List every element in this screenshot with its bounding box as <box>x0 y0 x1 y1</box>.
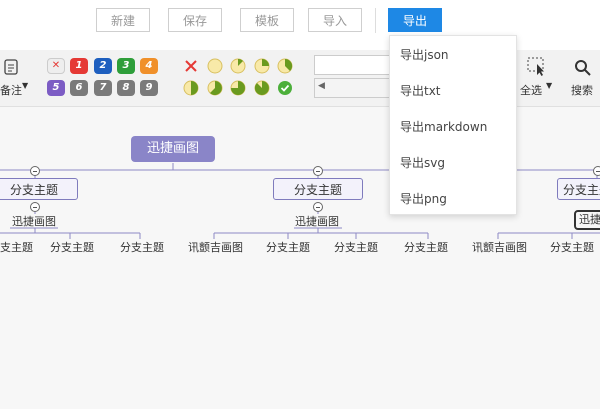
child-topic-left[interactable]: 迅捷画图 <box>12 215 56 228</box>
select-all-icon[interactable] <box>526 56 548 78</box>
collapse-toggle-icon[interactable] <box>313 166 323 176</box>
priority-3-badge[interactable]: 3 <box>117 58 135 74</box>
progress-12-icon[interactable] <box>230 58 246 74</box>
grandchild-topic[interactable]: 分支主题 <box>266 241 310 254</box>
collapse-toggle-icon[interactable] <box>313 202 323 212</box>
progress-50-icon[interactable] <box>183 80 199 96</box>
grandchild-topic[interactable]: 分支主题 <box>334 241 378 254</box>
root-topic[interactable]: 迅捷画图 <box>131 136 215 162</box>
export-svg-item[interactable]: 导出svg <box>400 156 445 170</box>
branch-topic-middle[interactable]: 分支主题 <box>273 178 363 200</box>
export-txt-item[interactable]: 导出txt <box>400 84 441 98</box>
collapse-toggle-icon[interactable] <box>593 166 600 176</box>
note-chevron-down-icon[interactable]: ▼ <box>22 81 29 90</box>
child-topic-right-selected[interactable]: 迅捷 <box>574 210 600 230</box>
export-markdown-item[interactable]: 导出markdown <box>400 120 488 134</box>
note-icon[interactable] <box>0 58 24 76</box>
import-button[interactable]: 导入 <box>308 8 362 32</box>
collapse-toggle-icon[interactable] <box>30 202 40 212</box>
priority-2-badge[interactable]: 2 <box>94 58 112 74</box>
template-button[interactable]: 模板 <box>240 8 294 32</box>
priority-8-badge[interactable]: 8 <box>117 80 135 96</box>
progress-25-icon[interactable] <box>254 58 270 74</box>
grandchild-topic[interactable]: 分支主题 <box>120 241 164 254</box>
progress-87-icon[interactable] <box>254 80 270 96</box>
scroll-left-icon[interactable]: ◀ <box>318 81 325 91</box>
save-button[interactable]: 保存 <box>168 8 222 32</box>
progress-0-icon[interactable] <box>207 58 223 74</box>
grandchild-topic[interactable]: 讯颤吉画图 <box>472 241 527 254</box>
grandchild-topic[interactable]: 讯颤吉画图 <box>188 241 243 254</box>
priority-5-badge[interactable]: 5 <box>47 80 65 96</box>
grandchild-topic[interactable]: 分支主题 <box>404 241 448 254</box>
priority-9-badge[interactable]: 9 <box>140 80 158 96</box>
template-scroll-field[interactable]: ◀ <box>314 78 394 98</box>
progress-75-icon[interactable] <box>230 80 246 96</box>
progress-remove-icon[interactable] <box>183 58 199 74</box>
export-png-item[interactable]: 导出png <box>400 192 447 206</box>
select-all-chevron-down-icon[interactable]: ▼ <box>546 81 553 90</box>
new-button[interactable]: 新建 <box>96 8 150 32</box>
progress-37-icon[interactable] <box>277 58 293 74</box>
export-json-item[interactable]: 导出json <box>400 48 449 62</box>
export-button[interactable]: 导出 <box>388 8 442 32</box>
grandchild-topic[interactable]: 分支主题 <box>550 241 594 254</box>
select-all-label[interactable]: 全选 <box>520 84 542 97</box>
search-label[interactable]: 搜索 <box>571 84 593 97</box>
top-action-bar: 新建 保存 模板 导入 导出 <box>0 0 600 46</box>
priority-6-badge[interactable]: 6 <box>70 80 88 96</box>
template-select-field[interactable] <box>314 55 394 75</box>
priority-1-badge[interactable]: 1 <box>70 58 88 74</box>
priority-remove-icon[interactable]: ✕ <box>47 58 65 74</box>
grandchild-topic[interactable]: 支主题 <box>0 241 33 254</box>
branch-topic-left[interactable]: 分支主题 <box>0 178 78 200</box>
grandchild-topic[interactable]: 分支主题 <box>50 241 94 254</box>
progress-done-icon[interactable] <box>277 80 293 96</box>
priority-4-badge[interactable]: 4 <box>140 58 158 74</box>
branch-topic-right[interactable]: 分支主题 <box>557 178 600 200</box>
export-dropdown-menu: 导出json 导出txt 导出markdown 导出svg 导出png <box>389 35 517 215</box>
progress-62-icon[interactable] <box>207 80 223 96</box>
toolbar-divider <box>375 8 376 33</box>
priority-7-badge[interactable]: 7 <box>94 80 112 96</box>
child-topic-middle[interactable]: 迅捷画图 <box>295 215 339 228</box>
note-label[interactable]: 备注 <box>0 84 22 97</box>
search-icon[interactable] <box>573 58 593 78</box>
collapse-toggle-icon[interactable] <box>30 166 40 176</box>
